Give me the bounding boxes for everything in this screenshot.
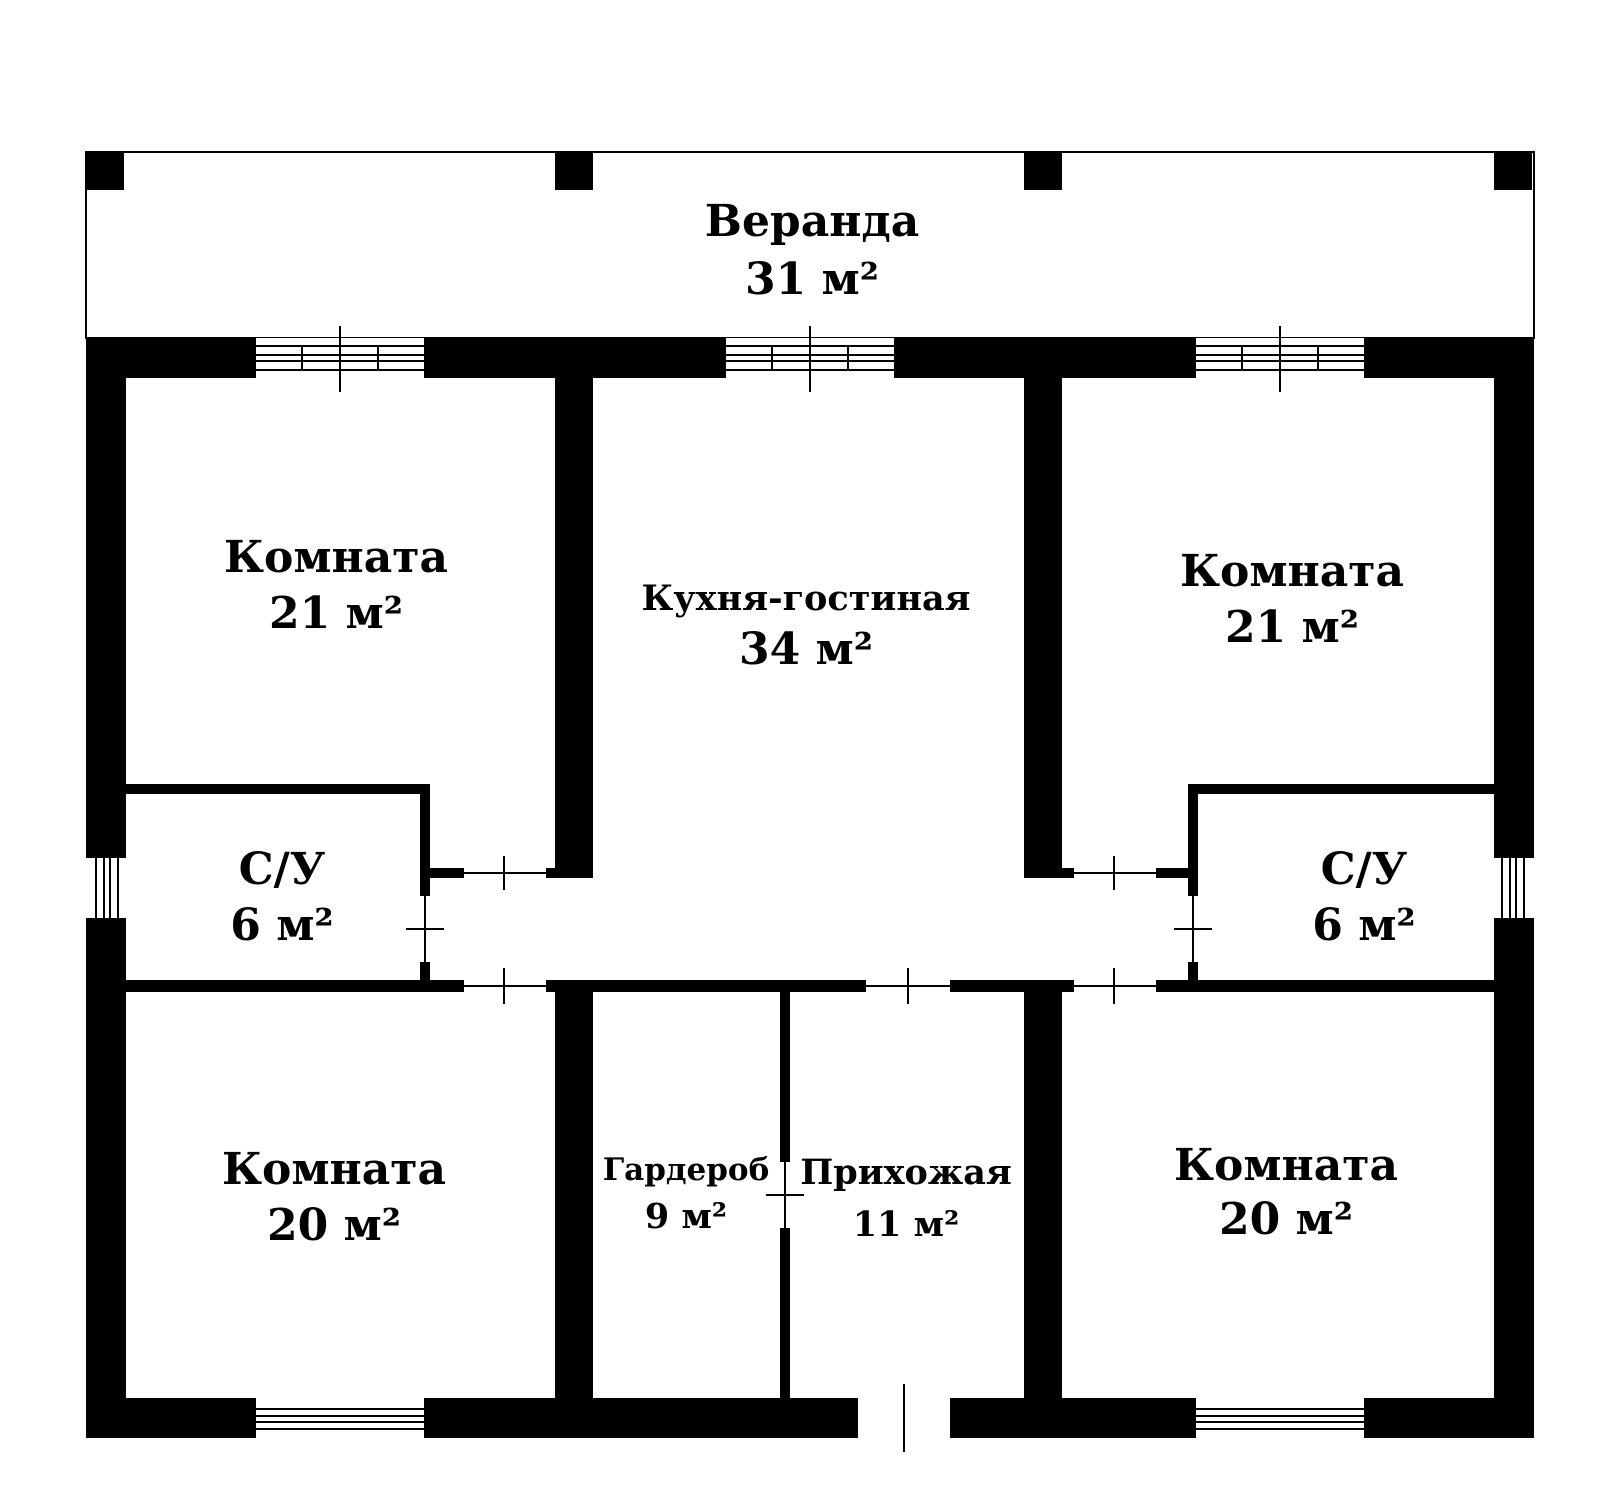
- room-name: Кухня-гостиная: [641, 578, 970, 619]
- room-name: Комната: [1174, 1140, 1398, 1191]
- veranda-post: [1024, 152, 1062, 190]
- veranda-post: [555, 152, 593, 190]
- window: [256, 326, 424, 392]
- veranda-outline: [85, 151, 1535, 339]
- window: [86, 858, 126, 918]
- window: [1196, 326, 1364, 392]
- window: [256, 1398, 424, 1438]
- hallway-label: Прихожая 11 м²: [800, 1152, 1012, 1245]
- door: [766, 1162, 804, 1228]
- room-area: 6 м²: [230, 900, 333, 951]
- room-area: 21 м²: [1225, 602, 1359, 653]
- room-top-left-label: Комната 21 м²: [224, 532, 448, 639]
- room-name: С/У: [239, 844, 326, 895]
- room-name: Гардероб: [603, 1152, 770, 1188]
- door: [464, 856, 546, 890]
- window: [726, 326, 894, 392]
- room-name: Прихожая: [800, 1152, 1012, 1193]
- room-area: 21 м²: [269, 588, 403, 639]
- room-name: Комната: [1180, 546, 1404, 597]
- veranda-label: Веранда 31 м²: [705, 196, 920, 305]
- window: [1196, 1398, 1364, 1438]
- room-bottom-right-label: Комната 20 м²: [1174, 1140, 1398, 1245]
- room-area: 9 м²: [645, 1196, 727, 1237]
- room-area: 6 м²: [1312, 900, 1415, 951]
- room-area: 34 м²: [739, 624, 873, 675]
- window: [1494, 858, 1534, 918]
- entrance-door: [858, 1384, 950, 1452]
- room-area: 20 м²: [1219, 1194, 1353, 1245]
- veranda-post: [1494, 152, 1532, 190]
- room-area: 31 м²: [745, 254, 879, 305]
- door: [1174, 896, 1212, 962]
- door: [464, 968, 546, 1004]
- room-bottom-left-label: Комната 20 м²: [222, 1144, 446, 1251]
- room-area: 20 м²: [267, 1200, 401, 1251]
- door: [1074, 856, 1156, 890]
- bath-left-label: С/У 6 м²: [230, 844, 333, 951]
- room-name: Веранда: [705, 196, 920, 247]
- room-area: 11 м²: [853, 1204, 960, 1245]
- room-name: Комната: [222, 1144, 446, 1195]
- door: [406, 896, 444, 962]
- door: [866, 968, 950, 1004]
- room-top-right-label: Комната 21 м²: [1180, 546, 1404, 653]
- room-name: Комната: [224, 532, 448, 583]
- room-name: С/У: [1321, 844, 1408, 895]
- kitchen-label: Кухня-гостиная 34 м²: [641, 578, 970, 675]
- bath-right-label: С/У 6 м²: [1312, 844, 1415, 951]
- veranda-post: [86, 152, 124, 190]
- wardrobe-label: Гардероб 9 м²: [603, 1152, 770, 1237]
- door: [1074, 968, 1156, 1004]
